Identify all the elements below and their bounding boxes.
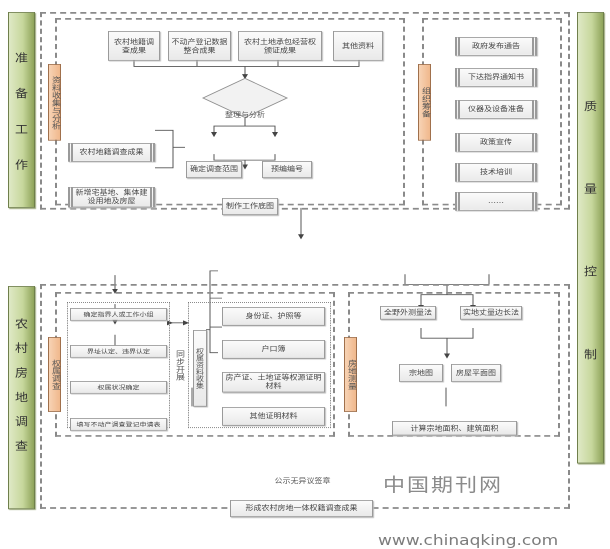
side-input-box: 农村地籍调查成果 (68, 143, 155, 162)
analysis-label: 整理与分析 (225, 110, 265, 119)
tag-ownership-survey: 权属调查 (48, 337, 61, 412)
line-survey-to-result (191, 387, 447, 407)
method-box: 实地丈量边长法 (460, 306, 522, 320)
phase-char: 质 (583, 100, 597, 114)
phase-char: 制 (583, 348, 597, 362)
analysis-diamond (201, 77, 289, 119)
org-item: 政策宣传 (455, 133, 537, 152)
material-item: 身份证、护照等 (222, 307, 325, 326)
prep-outer-frame (40, 12, 570, 210)
material-item: 户口簿 (222, 340, 325, 359)
ownership-steps-frame (67, 302, 170, 429)
phase-char: 准 (14, 51, 28, 65)
phase-char: 农 (14, 318, 28, 331)
source-box: 不动产登记数据整合成果 (168, 31, 231, 61)
phase-char: 查 (14, 440, 28, 454)
publicity-label: 公示无异议签章 (274, 476, 331, 485)
line-to-basemap (213, 154, 276, 167)
map-box: 宗地图 (399, 364, 443, 382)
material-item: 其他证明材料 (222, 407, 325, 426)
numbering-box: 预编编号 (262, 161, 312, 179)
material-item: 房产证、土地证等权源证明材料 (222, 372, 325, 393)
source-box: 农村地籍调查成果 (108, 31, 160, 61)
phase-preparation: 准 备 工 作 (8, 12, 35, 208)
scope-box: 确定调查范围 (186, 161, 242, 179)
phase-char: 地 (14, 391, 28, 405)
line-side-inputs (155, 129, 185, 169)
line-maps-to-area (420, 327, 474, 356)
ownership-step: 填写不动产调查登记申请表 (70, 418, 167, 431)
source-box: 其他资料 (333, 31, 383, 61)
watermark-cn: 中国期刊网 (383, 475, 504, 497)
ownership-step: 确定指界人或工作小组 (70, 308, 167, 321)
org-item: 下达指界通知书 (455, 68, 537, 87)
base-map-box: 制作工作底图 (222, 198, 278, 216)
result-box: 形成农村房地一体权籍调查成果 (230, 500, 373, 518)
source-box: 农村土地承包经营权颁证成果 (238, 31, 322, 61)
tag-ownership-material: 权属资料收集 (193, 330, 207, 407)
method-box: 全野外测量法 (380, 306, 436, 320)
phase-quality-control: 质 量 控 制 (577, 12, 604, 464)
phase-char: 备 (14, 87, 28, 101)
ownership-step: 权属状况确定 (70, 381, 167, 394)
tag-organization: 组织筹备 (418, 64, 431, 141)
phase-char: 房 (14, 367, 28, 380)
map-box: 房屋平面图 (451, 364, 501, 382)
phase-char: 村 (14, 342, 28, 356)
line-materials (206, 270, 222, 354)
side-input-box: 新增宅基地、集体建设用地及房屋 (68, 187, 155, 208)
org-item: …… (455, 192, 537, 211)
phase-char: 工 (14, 123, 28, 136)
materials-frame (188, 302, 331, 429)
phase-char: 量 (583, 183, 597, 196)
area-calc-box: 计算宗地面积、建筑面积 (392, 421, 517, 436)
connector-lines (112, 56, 490, 407)
sync-label: 同步开展 (174, 350, 184, 381)
watermark-url: www.chinaqking.com (378, 532, 559, 549)
org-item: 仪器及设备准备 (455, 100, 537, 119)
ownership-step: 界址认定、违界认定 (70, 345, 167, 358)
org-item: 技术培训 (455, 163, 537, 182)
tag-land-measurement: 房地测量 (344, 337, 357, 412)
org-item: 政府发布通告 (455, 37, 537, 56)
phase-survey: 农 村 房 地 调 查 (8, 286, 35, 510)
phase-char: 调 (14, 415, 28, 429)
tag-data-collection: 资料收集与分析 (48, 64, 61, 141)
phase-char: 控 (583, 265, 597, 279)
phase-char: 作 (14, 158, 28, 172)
